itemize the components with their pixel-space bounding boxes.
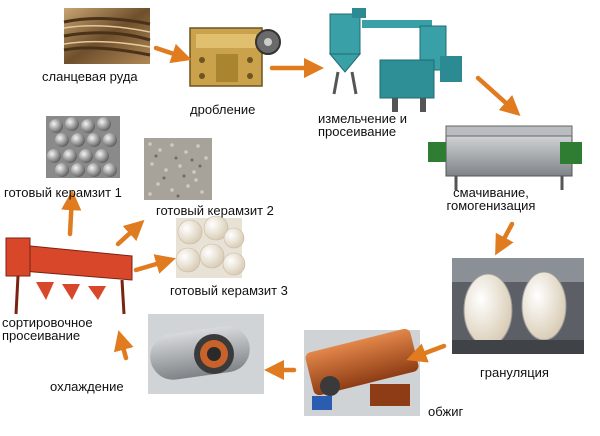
label-sorting: сортировочное просеивание [2,316,93,342]
label-granulation: грануляция [480,365,549,380]
label-firing: обжиг [428,404,464,419]
product-2-image [144,138,212,200]
label-grinding-line-1: измельчение и [318,111,407,126]
product-3-image [175,215,246,278]
label-crushing: дробление [190,102,256,117]
sorting-screen-image [5,237,133,315]
label-mixing: смачивание, гомогенизация [426,186,556,212]
mixer-image [428,125,582,190]
arrow-sorting-to-product-3 [133,254,176,274]
grinding-mill-image [328,8,462,112]
label-cooling: охлаждение [50,379,124,394]
label-product-3: готовый керамзит 3 [170,283,288,298]
arrow-cooling-to-sorting [113,330,134,361]
jaw-crusher-image [189,27,281,87]
cooler-image [148,314,264,394]
shale-ore-image [63,8,151,64]
label-shale-ore: сланцевая руда [42,69,138,84]
product-1-image [46,116,120,178]
label-grinding-line-2: просеивание [318,124,397,139]
label-sorting-line-2: просеивание [2,328,81,343]
arrow-grinding-to-mixing [475,75,521,117]
label-mixing-line-2: гомогенизация [446,198,536,213]
arrow-sorting-to-product-1 [61,189,82,237]
rotary-kiln-image [304,328,420,416]
granulator-image [452,258,584,354]
arrow-mixing-to-granulation [495,221,515,256]
label-sorting-line-1: сортировочное [2,315,93,330]
label-product-2: готовый керамзит 2 [156,203,274,218]
arrow-ore-to-crushing [153,43,192,64]
arrow-granulation-to-firing [406,343,447,363]
label-mixing-line-1: смачивание, [453,185,529,200]
label-product-1: готовый керамзит 1 [4,185,122,200]
label-grinding: измельчение и просеивание [318,112,407,138]
arrow-sorting-to-product-2 [115,219,145,247]
